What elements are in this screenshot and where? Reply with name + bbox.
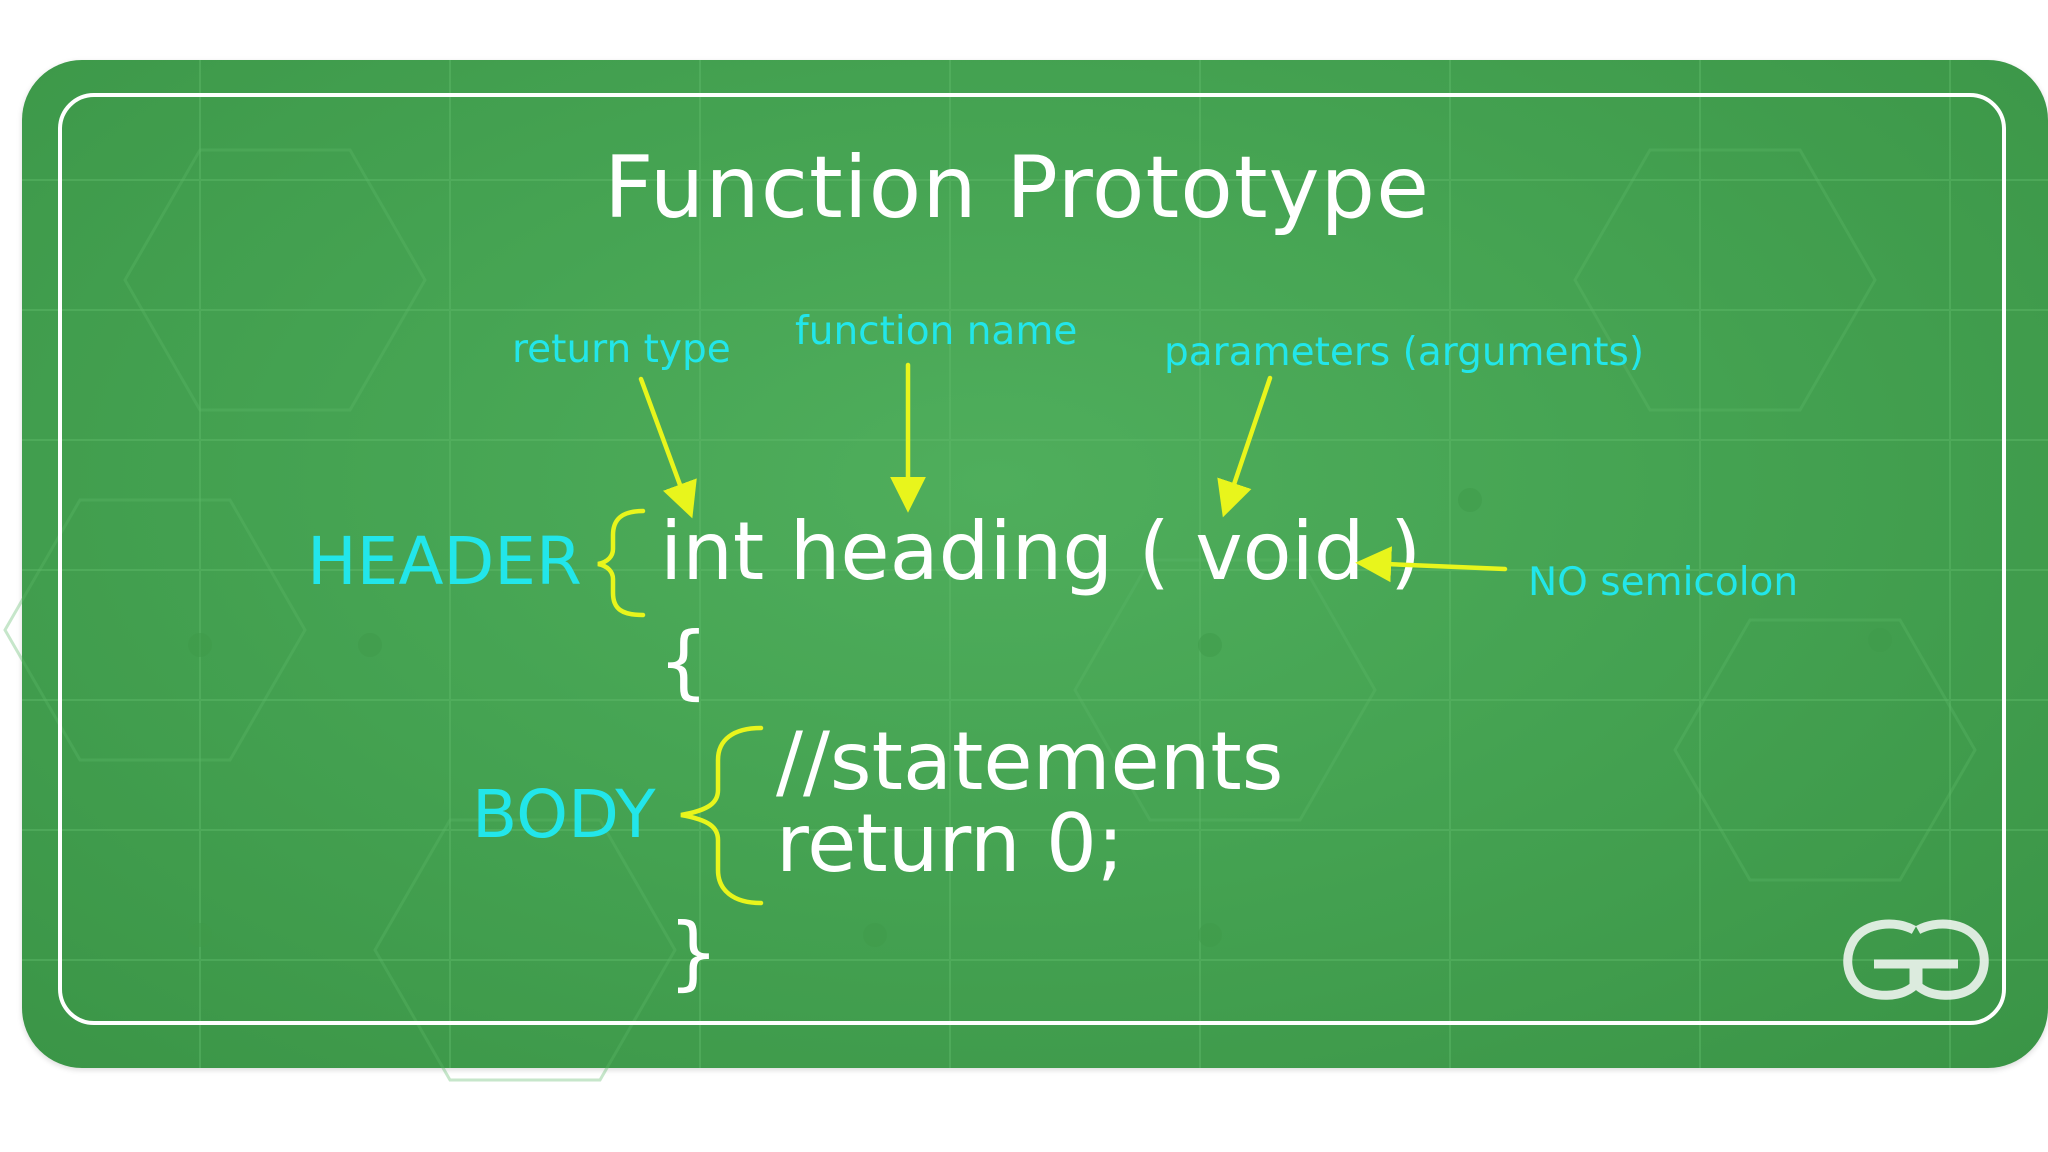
return-type-label: return type	[512, 327, 731, 372]
function-name-label: function name	[795, 309, 1078, 354]
slide-border	[58, 93, 2006, 1025]
green-card	[22, 60, 2048, 1068]
return-type-arrow	[638, 376, 697, 519]
parameters-label: parameters (arguments)	[1164, 330, 1645, 375]
close-brace: }	[668, 906, 719, 999]
header-label: HEADER	[307, 523, 582, 600]
gfg-logo-icon	[1843, 919, 1989, 1000]
function-signature: int heading ( void )	[660, 505, 1422, 598]
no-semicolon-label: NO semicolon	[1528, 560, 1799, 605]
no-semicolon-arrow	[1355, 546, 1508, 583]
open-brace: {	[658, 615, 709, 708]
body-curly-brace	[680, 725, 764, 906]
diagram-title: Function Prototype	[603, 138, 1430, 238]
body-label: BODY	[472, 776, 656, 853]
statements-comment: //statements	[776, 715, 1284, 808]
return-statement: return 0;	[776, 797, 1124, 890]
header-curly-brace	[597, 508, 646, 618]
parameters-arrow	[1217, 375, 1273, 518]
